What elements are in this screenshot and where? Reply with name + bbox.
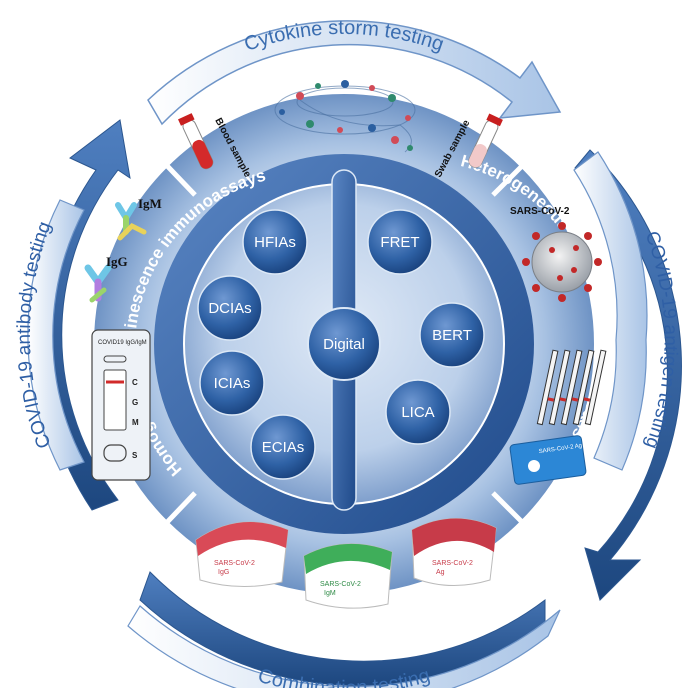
- bubble-hfias: HFIAs: [242, 209, 308, 275]
- right-outer-arrow: [573, 149, 682, 601]
- antigen-test-card: SARS-CoV-2 Ag: [509, 435, 587, 485]
- bubble-fret: FRET: [367, 209, 433, 275]
- method-label: FRET: [380, 234, 419, 251]
- bubble-lica: LICA: [385, 379, 451, 445]
- cassette-g: G: [132, 398, 138, 407]
- bubble-digital: Digital: [307, 307, 381, 381]
- left-outer-arrow: [27, 119, 131, 511]
- center-label: Digital: [323, 336, 365, 353]
- bubble-icias: ICIAs: [199, 350, 265, 416]
- bubble-bert: BERT: [419, 302, 485, 368]
- method-label: ECIAs: [262, 439, 305, 456]
- bubble-ecias: ECIAs: [250, 414, 316, 480]
- sars-cov-2-virus: SARS-CoV-2: [510, 206, 602, 302]
- igg-label: IgG: [106, 254, 128, 269]
- kit-igg-line1: SARS-CoV-2: [214, 560, 255, 567]
- kit-igm: SARS-CoV-2 IgM: [303, 543, 393, 609]
- cytokine-network: [274, 80, 416, 153]
- method-label: HFIAs: [254, 234, 296, 251]
- igm-label: IgM: [138, 196, 162, 211]
- bottom-outer-arrow: [127, 571, 561, 688]
- igg-antibody: IgG: [84, 254, 128, 303]
- kit-ag: SARS-CoV-2 Ag: [411, 518, 497, 587]
- cassette-header: COVID19 IgG/IgM: [98, 340, 147, 346]
- cassette-s: S: [132, 451, 138, 460]
- bubble-dcias: DCIAs: [197, 275, 263, 341]
- kit-ag-line1: SARS-CoV-2: [432, 560, 473, 567]
- igm-antibody: IgM: [115, 196, 162, 241]
- kit-igg: SARS-CoV-2 IgG: [195, 521, 289, 587]
- antigen-test-strips: [536, 349, 607, 426]
- kit-igm-line1: SARS-CoV-2: [320, 581, 361, 588]
- kit-igg-line2: IgG: [218, 569, 229, 576]
- ring-separators: [150, 148, 540, 540]
- method-label: DCIAs: [208, 300, 251, 317]
- virus-label: SARS-CoV-2: [510, 206, 570, 217]
- method-label: ICIAs: [214, 375, 251, 392]
- cassette-c: C: [132, 378, 138, 387]
- antibody-test-cassette: COVID19 IgG/IgM C G M S: [91, 329, 151, 481]
- method-label: BERT: [432, 327, 472, 344]
- kit-igm-line2: IgM: [324, 590, 336, 597]
- cassette-m: M: [132, 418, 139, 427]
- kit-ag-line2: Ag: [436, 569, 445, 576]
- method-label: LICA: [401, 404, 434, 421]
